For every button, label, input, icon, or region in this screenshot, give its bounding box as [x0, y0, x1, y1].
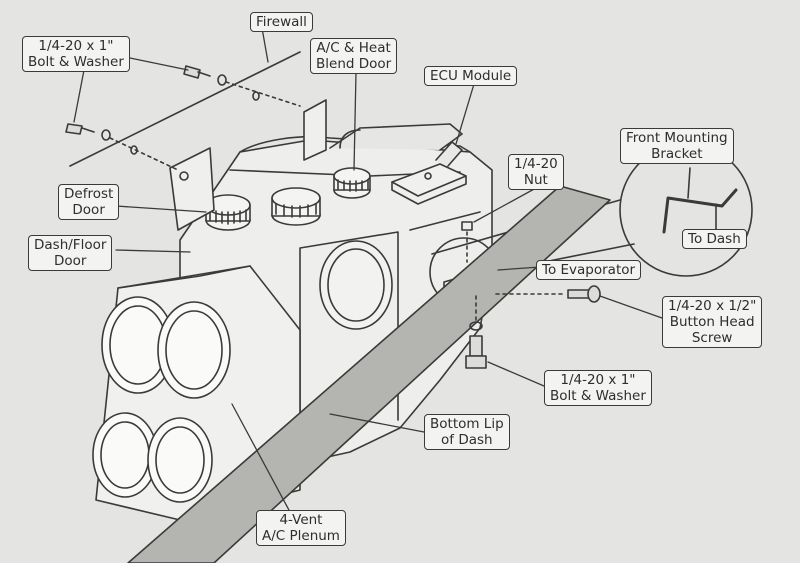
dash-floor-actuator	[271, 187, 321, 226]
leader-lines	[73, 27, 663, 513]
bracket-detail-shape	[662, 188, 738, 234]
bracket-hole-left	[179, 171, 189, 181]
firewall-line	[69, 51, 301, 167]
bolt-path-top-right	[225, 81, 301, 107]
callout-line: 1/4-20 x 1"	[560, 372, 636, 388]
callout-line: Dash/Floor	[34, 237, 107, 253]
leader-dash-floor	[115, 249, 191, 253]
heater-box-lid	[239, 135, 471, 153]
nut	[461, 221, 473, 231]
callout-line: Screw	[691, 330, 733, 346]
button-head-screw	[495, 285, 601, 303]
leader-firewall	[261, 27, 269, 63]
bolt-top-left	[65, 123, 111, 141]
bolt-hole-top-left	[130, 145, 138, 155]
callout-line: Defrost	[64, 186, 114, 202]
vent-ring-top-right	[157, 301, 231, 399]
blend-door-actuator	[333, 167, 371, 199]
leader-ecu	[455, 83, 475, 145]
leader-bolt-top-a	[129, 57, 189, 71]
side-outlet-inner	[327, 248, 385, 322]
callout-line: A/C Plenum	[262, 528, 340, 544]
callout-line: of Dash	[441, 432, 493, 448]
callout-bolt-washer-top: 1/4-20 x 1"Bolt & Washer	[22, 36, 130, 72]
leader-plenum	[231, 403, 291, 513]
callout-line: Blend Door	[316, 56, 392, 72]
leader-button-screw	[599, 295, 663, 319]
callout-to-dash: To Dash	[682, 229, 747, 249]
leader-nut	[473, 187, 537, 223]
vent-ring-top-right-inner	[165, 310, 223, 390]
bolt-path-top-left	[109, 137, 179, 171]
bolt-top-right	[183, 65, 227, 86]
callout-line: Bolt & Washer	[550, 388, 646, 404]
leader-bolt-bottom	[487, 361, 545, 387]
leader-defrost	[115, 205, 207, 213]
callout-line: Bracket	[651, 146, 703, 162]
callout-line: Door	[72, 202, 105, 218]
callout-line: Door	[53, 253, 87, 269]
callout-line: A/C & Heat	[316, 40, 391, 56]
callout-line: Bolt & Washer	[28, 54, 124, 70]
bolt-bottom	[465, 295, 487, 369]
callout-line: 1/4-20 x 1"	[38, 38, 114, 54]
top-duct	[329, 123, 463, 151]
callout-line: To Evaporator	[542, 262, 636, 278]
dash-lip-band	[127, 185, 611, 563]
callout-ecu-module: ECU Module	[424, 66, 518, 86]
vent-rings	[92, 296, 231, 503]
leader-dash-lip	[329, 413, 425, 433]
side-outlet	[319, 240, 393, 330]
callout-line: Firewall	[256, 14, 307, 30]
callout-line: Button Head	[669, 314, 755, 330]
callout-firewall: Firewall	[250, 12, 313, 32]
callout-to-evaporator: To Evaporator	[536, 260, 642, 280]
bracket-label-leader	[687, 167, 691, 199]
callout-line: Front Mounting	[626, 130, 728, 146]
vent-ring-bottom-right-inner	[155, 426, 205, 494]
ecu-module	[391, 141, 467, 205]
top-duct-lip	[339, 129, 361, 149]
callout-line: ECU Module	[430, 68, 512, 84]
firewall-bracket-right	[303, 99, 327, 161]
leader-bolt-top-b	[73, 69, 85, 123]
callout-line: 1/4-20 x 1/2"	[668, 298, 757, 314]
callout-bolt-washer-bottom: 1/4-20 x 1"Bolt & Washer	[544, 370, 652, 406]
callout-line: To Dash	[688, 231, 741, 247]
bolt-hole-top-right	[252, 91, 260, 101]
heater-box-edge	[409, 211, 481, 231]
callout-line: Bottom Lip	[430, 416, 504, 432]
leader-blend-door	[353, 71, 357, 171]
callout-line: Nut	[523, 172, 548, 188]
callout-line: 4-Vent	[279, 512, 323, 528]
vent-ring-bottom-right	[147, 417, 213, 503]
callout-line: 1/4-20	[514, 156, 558, 172]
plenum-top-edge	[117, 265, 251, 289]
